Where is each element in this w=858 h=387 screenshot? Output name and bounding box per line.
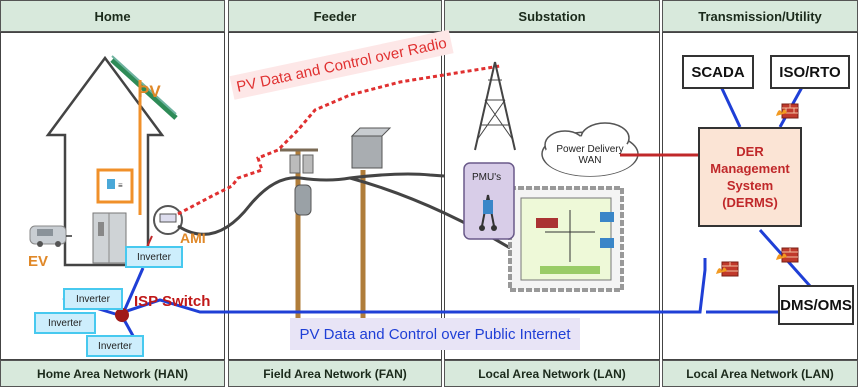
substation-yard: [508, 186, 624, 292]
firewall-icon: [716, 261, 739, 277]
inverter-main: Inverter: [125, 246, 183, 268]
pv-label: PV: [138, 82, 161, 101]
feeder-column: [228, 32, 442, 360]
header-transmission: Transmission/Utility: [662, 0, 858, 32]
internet-link: [120, 258, 707, 323]
footer-fan: Field Area Network (FAN): [228, 360, 442, 387]
inverter-bottom-2: Inverter: [86, 335, 144, 357]
ev-label: EV: [28, 253, 49, 270]
ami-meter-icon: [153, 205, 183, 235]
header-feeder: Feeder: [228, 0, 442, 32]
inverter-bottom-1: Inverter: [34, 312, 96, 334]
house-icon: ≡: [45, 55, 178, 267]
utility-pole-icon: [280, 127, 392, 348]
footer-han: Home Area Network (HAN): [0, 360, 225, 387]
inverter-left: Inverter: [63, 288, 123, 310]
firewall-icon: [776, 103, 799, 119]
ev-car-icon: [29, 225, 72, 247]
isp-switch-icon: [115, 308, 129, 322]
radio-tower-icon: [474, 61, 516, 151]
pmu-label: PMU's: [472, 172, 502, 183]
svg-text:≡: ≡: [118, 181, 123, 190]
wan-cloud-icon: [541, 122, 639, 177]
pmu-box: [463, 162, 515, 240]
internet-banner: PV Data and Control over Public Internet: [290, 318, 580, 350]
ami-label: AMI: [180, 230, 206, 246]
derms-box: DER Management System (DERMS): [698, 127, 802, 227]
header-home: Home: [0, 0, 225, 32]
header-substation: Substation: [444, 0, 660, 32]
power-wan-label: Power Delivery WAN: [556, 144, 624, 166]
firewall-icon: [776, 247, 799, 263]
home-column: [0, 32, 225, 360]
radio-link: [177, 64, 501, 216]
dms-oms-box: DMS/OMS: [778, 285, 854, 325]
footer-lan-transmission: Local Area Network (LAN): [662, 360, 858, 387]
distribution-line: [177, 172, 445, 236]
scada-box: SCADA: [682, 55, 754, 89]
iso-rto-box: ISO/RTO: [770, 55, 850, 89]
substation-column: [444, 32, 660, 360]
isp-switch-label: ISP Switch: [134, 293, 211, 310]
